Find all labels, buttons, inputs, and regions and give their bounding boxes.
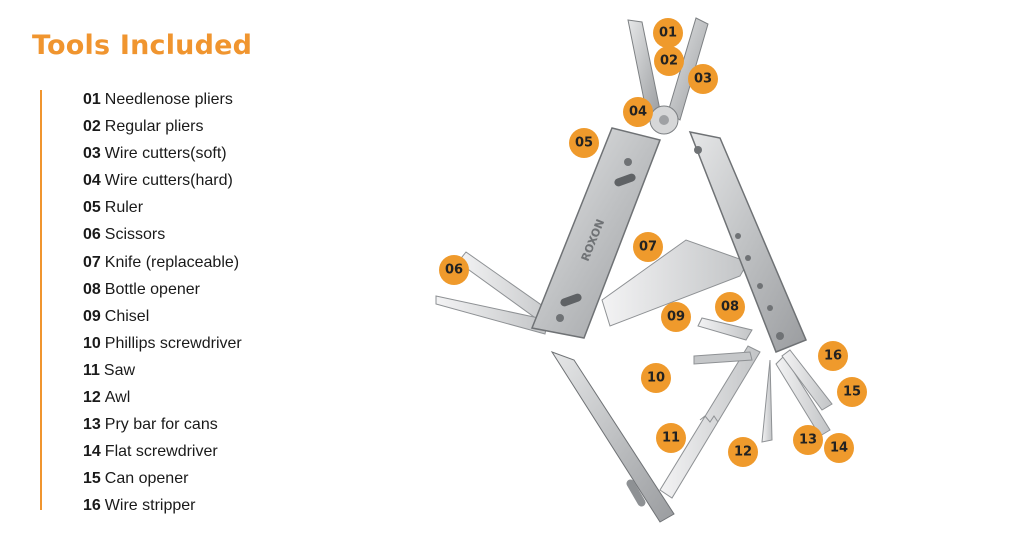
tool-fan xyxy=(659,317,833,499)
svg-text:02: 02 xyxy=(660,54,678,69)
right-handle xyxy=(688,130,807,353)
svg-text:06: 06 xyxy=(445,263,463,278)
svg-text:10: 10 xyxy=(647,371,665,386)
svg-text:15: 15 xyxy=(843,385,861,400)
badge-09: 09 xyxy=(661,302,691,332)
badge-14: 14 xyxy=(824,433,854,463)
badge-10: 10 xyxy=(641,363,671,393)
badge-11: 11 xyxy=(656,423,686,453)
badge-01: 01 xyxy=(653,18,683,48)
svg-text:04: 04 xyxy=(629,105,647,120)
badge-03: 03 xyxy=(688,64,718,94)
badge-16: 16 xyxy=(818,341,848,371)
badge-05: 05 xyxy=(569,128,599,158)
svg-text:01: 01 xyxy=(659,26,677,41)
badge-08: 08 xyxy=(715,292,745,322)
badge-13: 13 xyxy=(793,425,823,455)
svg-text:14: 14 xyxy=(830,441,848,456)
svg-text:11: 11 xyxy=(662,431,680,446)
ruler-arm xyxy=(550,351,675,523)
pliers-jaws xyxy=(627,17,709,135)
badge-15: 15 xyxy=(837,377,867,407)
badge-12: 12 xyxy=(728,437,758,467)
svg-text:08: 08 xyxy=(721,300,739,315)
svg-text:03: 03 xyxy=(694,72,712,87)
accent-bar xyxy=(40,90,42,510)
svg-text:16: 16 xyxy=(824,349,842,364)
badge-04: 04 xyxy=(623,97,653,127)
badge-06: 06 xyxy=(439,255,469,285)
svg-text:05: 05 xyxy=(575,136,593,151)
svg-text:13: 13 xyxy=(799,433,817,448)
badge-07: 07 xyxy=(633,232,663,262)
page-title: Tools Included xyxy=(32,30,253,61)
left-handle: ROXON xyxy=(530,127,662,339)
badge-02: 02 xyxy=(654,46,684,76)
multitool-illustration: ROXON 01 02 03 04 05 06 07 08 09 10 11 1… xyxy=(435,17,867,523)
svg-text:09: 09 xyxy=(667,310,685,325)
svg-text:07: 07 xyxy=(639,240,657,255)
svg-text:12: 12 xyxy=(734,445,752,460)
